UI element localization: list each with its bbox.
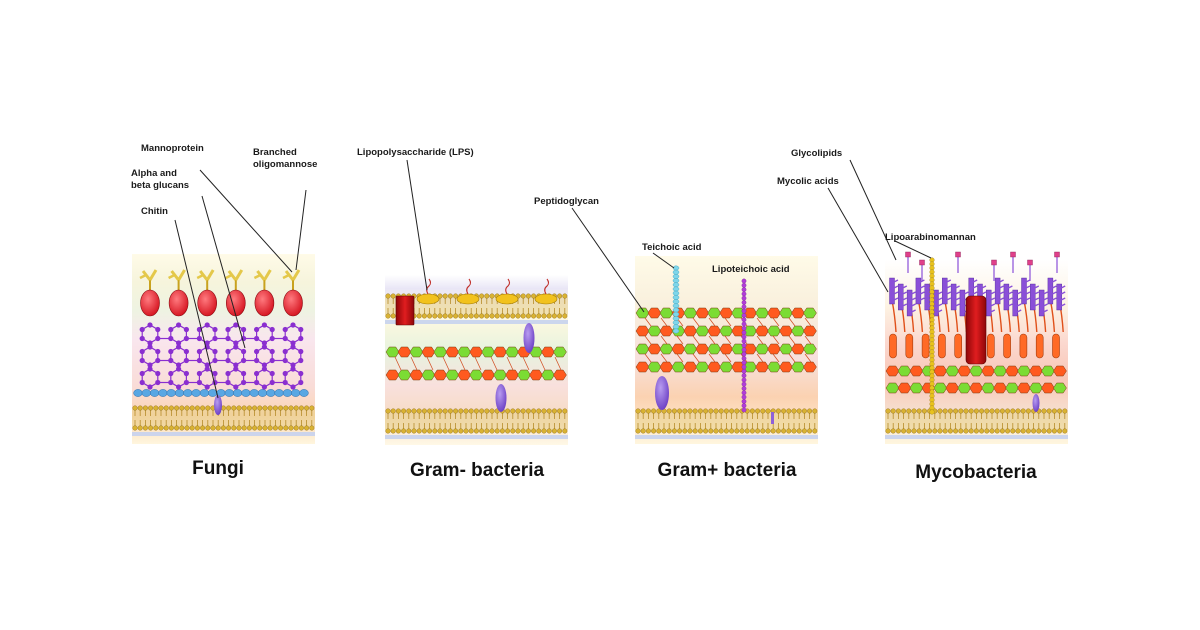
- beta-glucans-label: beta glucans: [131, 180, 189, 191]
- glycolipids-label: Glycolipids: [791, 148, 842, 159]
- myco-porin: [965, 295, 987, 365]
- gram-positive-pg-row: [635, 361, 817, 373]
- gram-positive-membrane-protein: [655, 376, 669, 410]
- myco-pg-row-1: [885, 365, 1067, 377]
- myco-pg-row-2: [885, 382, 1067, 394]
- porin: [395, 295, 415, 326]
- lipoarabinomannan-label: Lipoarabinomannan: [885, 232, 976, 243]
- mycobacteria-membrane: [885, 408, 1068, 439]
- myco-membrane-protein: [1032, 394, 1040, 412]
- mycobacteria-title: Mycobacteria: [915, 462, 1037, 483]
- pg-crosslinks: [394, 356, 562, 371]
- pg-row-bottom: [385, 369, 567, 381]
- branched-label: Branched: [253, 147, 297, 158]
- gram-negative-title: Gram- bacteria: [410, 460, 545, 481]
- lps-molecules: [416, 278, 558, 305]
- lipoteichoic-acid-label: Lipoteichoic acid: [712, 264, 790, 275]
- glucan-network: [139, 322, 304, 390]
- mycolic-acids-label: Mycolic acids: [777, 176, 839, 187]
- lps-label: Lipopolysaccharide (LPS): [357, 147, 474, 158]
- teichoic-acid: [672, 265, 680, 334]
- pg-row-top: [385, 346, 567, 358]
- chitin-layer: [133, 389, 309, 397]
- mannoprotein-layer: [139, 269, 303, 317]
- glycolipid-tips: [905, 251, 1060, 281]
- outer-membrane: [385, 293, 568, 324]
- mannoprotein-label: Mannoprotein: [141, 143, 204, 154]
- gram-positive-pg-row: [635, 307, 817, 319]
- alpha-glucans-label: Alpha and: [131, 168, 177, 179]
- gp-crosslinks-3: [644, 353, 812, 363]
- gram-positive-pg-row: [635, 343, 817, 355]
- inner-membrane-protein: [495, 384, 507, 412]
- gram-positive-title: Gram+ bacteria: [658, 460, 797, 481]
- lipoteichoic-acid: [741, 278, 747, 413]
- oligomannose-label: oligomannose: [253, 159, 317, 170]
- lipoarabinomannan: [929, 257, 935, 415]
- teichoic-acid-label: Teichoic acid: [642, 242, 702, 253]
- arabinogalactan-layer: [889, 333, 1060, 359]
- gram-positive-pg-row: [635, 325, 817, 337]
- periplasmic-protein: [523, 323, 535, 353]
- fungi-membrane-protein: [214, 395, 222, 415]
- chitin-label: Chitin: [141, 206, 168, 217]
- inner-membrane: [385, 408, 568, 439]
- peptidoglycan-label: Peptidoglycan: [534, 196, 599, 207]
- fungi-title: Fungi: [192, 458, 244, 479]
- leader-lines: [174, 159, 932, 399]
- gram-positive-small-protein: [771, 412, 774, 424]
